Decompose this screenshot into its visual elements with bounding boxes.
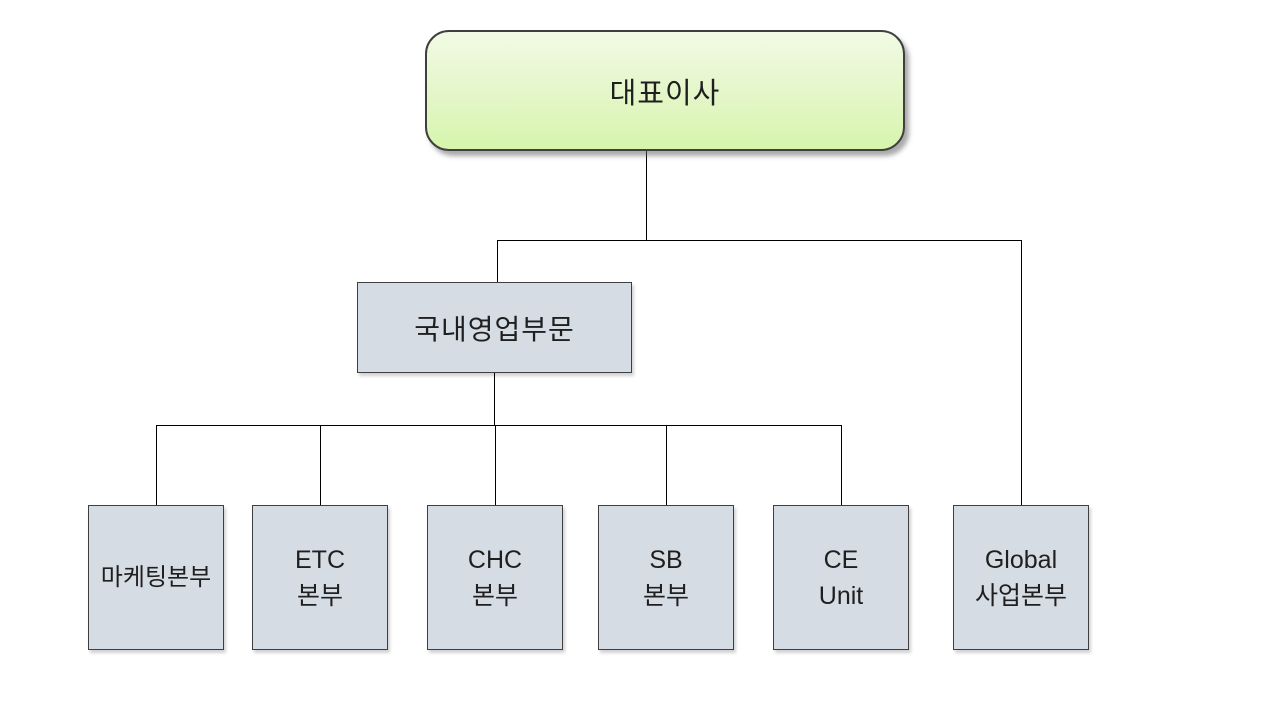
connector-bus-level1 xyxy=(497,240,1022,241)
connector-drop-marketing xyxy=(156,425,157,505)
org-node-ce-unit-label-line1: CE xyxy=(823,545,859,574)
org-node-etc-hq-label-line1: ETC xyxy=(295,545,345,574)
org-node-ce-unit-label-line2: Unit xyxy=(818,581,864,610)
org-node-sb-hq: SB 본부 xyxy=(598,505,734,650)
org-node-marketing-hq: 마케팅본부 xyxy=(88,505,224,650)
org-node-sb-hq-label-line2: 본부 xyxy=(642,581,689,610)
org-node-domestic-sales-division: 국내영업부문 xyxy=(357,282,632,373)
org-node-marketing-hq-label-line1: 마케팅본부 xyxy=(100,563,212,591)
connector-drop-sb xyxy=(666,425,667,505)
org-node-chc-hq-label-line2: 본부 xyxy=(471,581,518,610)
connector-bus-to-division xyxy=(497,240,498,282)
org-node-chc-hq: CHC 본부 xyxy=(427,505,563,650)
org-node-sb-hq-label-line1: SB xyxy=(649,545,683,574)
org-node-ceo-label: 대표이사 xyxy=(609,77,721,110)
connector-drop-chc xyxy=(495,425,496,505)
org-node-etc-hq-label-line2: 본부 xyxy=(296,581,343,610)
org-node-global-business-hq: Global 사업본부 xyxy=(953,505,1089,650)
connector-bus-level2 xyxy=(156,425,842,426)
connector-bus-to-global-dept xyxy=(1021,240,1022,505)
connector-root-to-bus xyxy=(646,151,647,240)
org-node-global-business-hq-label-line1: Global xyxy=(984,545,1058,574)
connector-drop-etc xyxy=(320,425,321,505)
org-node-ce-unit: CE Unit xyxy=(773,505,909,650)
connector-drop-ce xyxy=(841,425,842,505)
org-node-global-business-hq-label-line2: 사업본부 xyxy=(974,581,1067,610)
org-node-domestic-sales-division-label: 국내영업부문 xyxy=(414,313,575,345)
org-node-ceo: 대표이사 xyxy=(425,30,905,151)
org-node-chc-hq-label-line1: CHC xyxy=(467,545,523,574)
connector-division-to-bus xyxy=(494,373,495,425)
org-node-etc-hq: ETC 본부 xyxy=(252,505,388,650)
